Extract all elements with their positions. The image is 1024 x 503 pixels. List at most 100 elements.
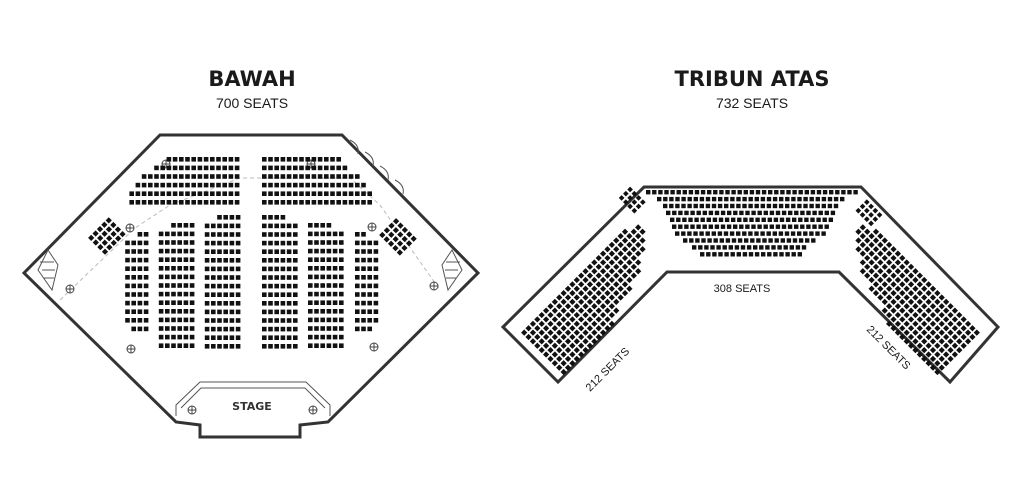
seat[interactable] [330,200,335,205]
seat[interactable] [877,233,884,240]
seat[interactable] [339,257,344,262]
seat[interactable] [171,248,176,254]
seat[interactable] [951,325,959,332]
seat[interactable] [308,248,313,254]
seat[interactable] [183,317,189,323]
seat[interactable] [806,210,811,216]
seat[interactable] [216,200,221,205]
seat[interactable] [899,333,906,341]
seat[interactable] [235,344,241,349]
seat[interactable] [185,165,190,171]
seat[interactable] [177,266,182,271]
seat[interactable] [864,228,871,235]
seat[interactable] [280,232,286,237]
seat[interactable] [326,326,332,331]
seat[interactable] [694,217,699,222]
seat[interactable] [595,325,602,332]
seat[interactable] [775,224,781,229]
seat[interactable] [903,294,910,301]
seat[interactable] [872,216,879,222]
seat[interactable] [714,210,720,216]
seat[interactable] [534,342,541,349]
seat[interactable] [797,196,802,202]
seat[interactable] [332,309,338,314]
seat[interactable] [332,248,338,254]
seat[interactable] [681,231,686,236]
seat[interactable] [320,240,325,245]
seat[interactable] [925,298,932,306]
seat[interactable] [286,157,292,162]
seat[interactable] [320,326,325,331]
seat[interactable] [700,252,705,257]
seat[interactable] [639,237,646,244]
seat[interactable] [877,285,884,292]
seat[interactable] [560,316,567,323]
seat[interactable] [262,309,267,315]
seat[interactable] [217,223,222,229]
seat[interactable] [534,316,541,323]
seat[interactable] [131,318,136,323]
seat[interactable] [185,174,190,179]
seat[interactable] [191,174,196,179]
seat[interactable] [613,263,620,270]
seat[interactable] [779,252,784,257]
seat[interactable] [203,200,209,205]
seat[interactable] [137,266,143,271]
seat[interactable] [235,249,241,254]
seat[interactable] [185,157,190,162]
seat[interactable] [143,309,149,314]
seat[interactable] [131,283,136,289]
seat[interactable] [311,182,317,188]
seat[interactable] [551,298,558,306]
seat[interactable] [604,325,611,332]
seat[interactable] [223,326,228,332]
seat[interactable] [268,292,273,297]
seat[interactable] [542,351,550,358]
seat[interactable] [367,326,372,332]
seat[interactable] [223,318,228,323]
seat[interactable] [727,210,732,216]
seat[interactable] [268,249,273,254]
seat[interactable] [332,240,338,245]
seat[interactable] [760,231,765,236]
seat[interactable] [326,231,332,237]
seat[interactable] [956,338,963,345]
seat[interactable] [670,217,675,222]
seat[interactable] [210,174,215,179]
seat[interactable] [355,266,360,271]
seat[interactable] [855,207,862,214]
seat[interactable] [818,224,823,229]
seat[interactable] [114,226,122,233]
seat[interactable] [274,309,279,315]
seat[interactable] [916,333,923,341]
seat[interactable] [798,217,803,222]
seat[interactable] [569,298,576,306]
seat[interactable] [745,224,750,229]
seat[interactable] [280,240,286,246]
seat[interactable] [868,220,874,227]
seat[interactable] [125,275,130,280]
seat[interactable] [929,347,937,354]
seat[interactable] [943,316,950,323]
seat[interactable] [791,203,796,209]
seat[interactable] [903,268,910,275]
seat[interactable] [235,240,241,246]
seat[interactable] [542,342,550,349]
seat[interactable] [604,316,611,323]
seat[interactable] [925,281,932,288]
seat[interactable] [713,238,718,243]
seat[interactable] [217,318,222,323]
seat[interactable] [890,281,897,288]
seat[interactable] [916,281,923,288]
seat[interactable] [165,291,170,297]
seat[interactable] [635,241,642,249]
seat[interactable] [868,233,875,240]
seat[interactable] [542,333,550,341]
seat[interactable] [740,245,746,250]
seat[interactable] [724,196,729,202]
seat[interactable] [308,309,313,314]
seat[interactable] [855,246,862,253]
seat[interactable] [131,292,136,297]
seat[interactable] [877,276,884,284]
seat[interactable] [308,231,313,237]
